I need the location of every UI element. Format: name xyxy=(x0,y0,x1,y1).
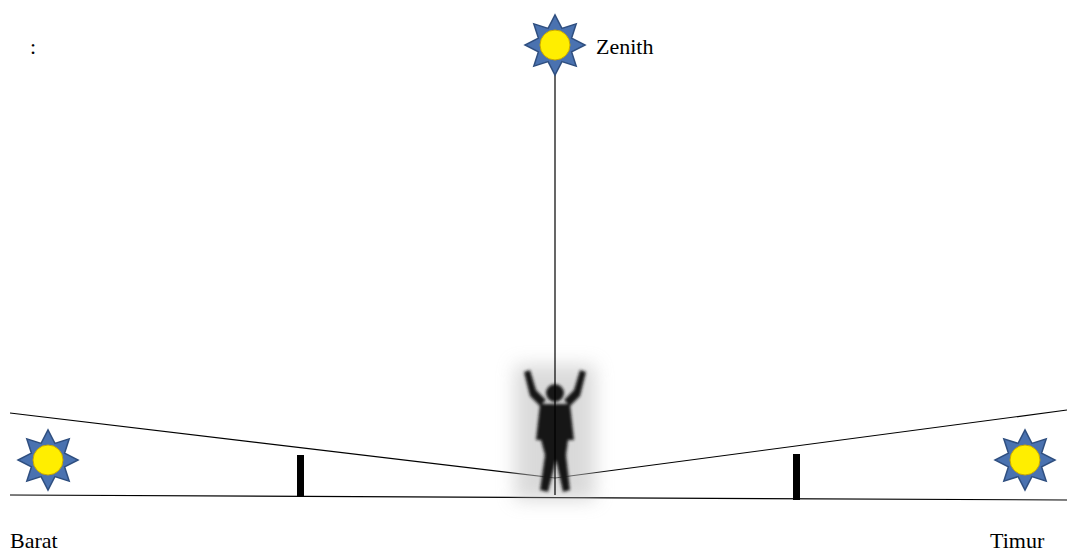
zenith-label: Zenith xyxy=(596,36,653,58)
post xyxy=(297,455,304,497)
direction-label: Barat xyxy=(10,530,58,552)
sun-symbol xyxy=(525,15,585,75)
zenith-line xyxy=(554,72,555,495)
sight-line-east xyxy=(555,410,1067,478)
direction-label: Timur xyxy=(990,530,1044,552)
sun-symbol xyxy=(18,430,78,490)
post xyxy=(793,454,800,500)
colon-mark: : xyxy=(30,36,36,58)
sun-symbol xyxy=(995,430,1055,490)
sight-line-west xyxy=(10,413,555,478)
